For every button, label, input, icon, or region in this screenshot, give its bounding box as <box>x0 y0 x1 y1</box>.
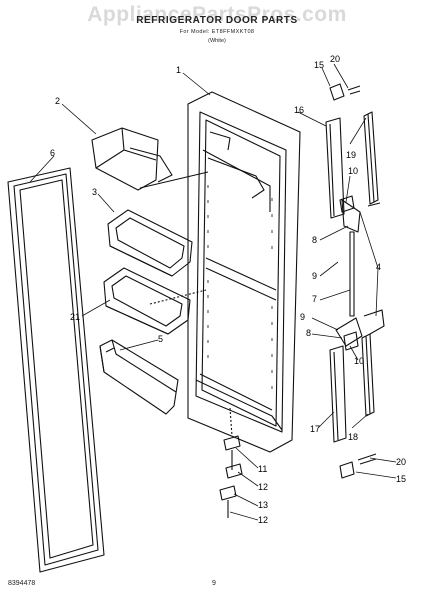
callout-4: 4 <box>376 262 381 272</box>
callout-9b: 9 <box>300 312 305 322</box>
color-suffix: (White) <box>208 38 226 44</box>
callout-leaders <box>29 63 397 521</box>
model-subtitle: For Model: ET8FFMXKT08 <box>179 29 255 35</box>
callout-12b: 12 <box>258 515 268 525</box>
hinge-hardware <box>219 407 243 518</box>
callout-3: 3 <box>92 187 97 197</box>
callout-7: 7 <box>312 294 317 304</box>
callout-6: 6 <box>50 148 55 158</box>
page-number: 9 <box>212 580 216 587</box>
callout-12: 12 <box>258 482 268 492</box>
callout-2: 2 <box>55 96 60 106</box>
callout-20: 20 <box>330 54 340 64</box>
callout-5: 5 <box>158 334 163 344</box>
callout-15: 15 <box>314 60 324 70</box>
door-panel <box>139 91 301 453</box>
part-number: 8394478 <box>8 580 36 587</box>
callout-21: 21 <box>70 312 80 322</box>
callout-10: 10 <box>348 166 358 176</box>
handle-brackets <box>329 83 381 479</box>
callout-18: 18 <box>348 432 358 442</box>
callout-16: 16 <box>294 105 304 115</box>
callout-17: 17 <box>310 424 320 434</box>
shelf-holes <box>207 185 273 389</box>
door-handle <box>325 117 347 443</box>
callout-10b: 10 <box>354 356 364 366</box>
watermark: AppliancePartsPros.com <box>87 3 347 26</box>
callout-9: 9 <box>312 271 317 281</box>
callout-8: 8 <box>312 235 317 245</box>
handle-trim <box>361 111 379 417</box>
dairy-door <box>91 127 173 191</box>
door-shelf-upper <box>107 209 193 277</box>
callout-labels: 1 2 3 4 5 6 7 8 8 9 9 10 10 11 12 12 13 … <box>50 54 406 525</box>
callout-13: 13 <box>258 500 268 510</box>
callout-1: 1 <box>176 65 181 75</box>
diagram-title: REFRIGERATOR DOOR PARTS <box>136 15 298 26</box>
callout-8b: 8 <box>306 328 311 338</box>
door-bin-bottom <box>99 339 179 415</box>
door-shelf-lower <box>103 267 191 335</box>
callout-20b: 20 <box>396 457 406 467</box>
callout-15b: 15 <box>396 474 406 484</box>
callout-11: 11 <box>258 464 267 474</box>
callout-19: 19 <box>346 150 356 160</box>
handle-rail <box>335 199 385 347</box>
door-gasket <box>7 167 105 573</box>
